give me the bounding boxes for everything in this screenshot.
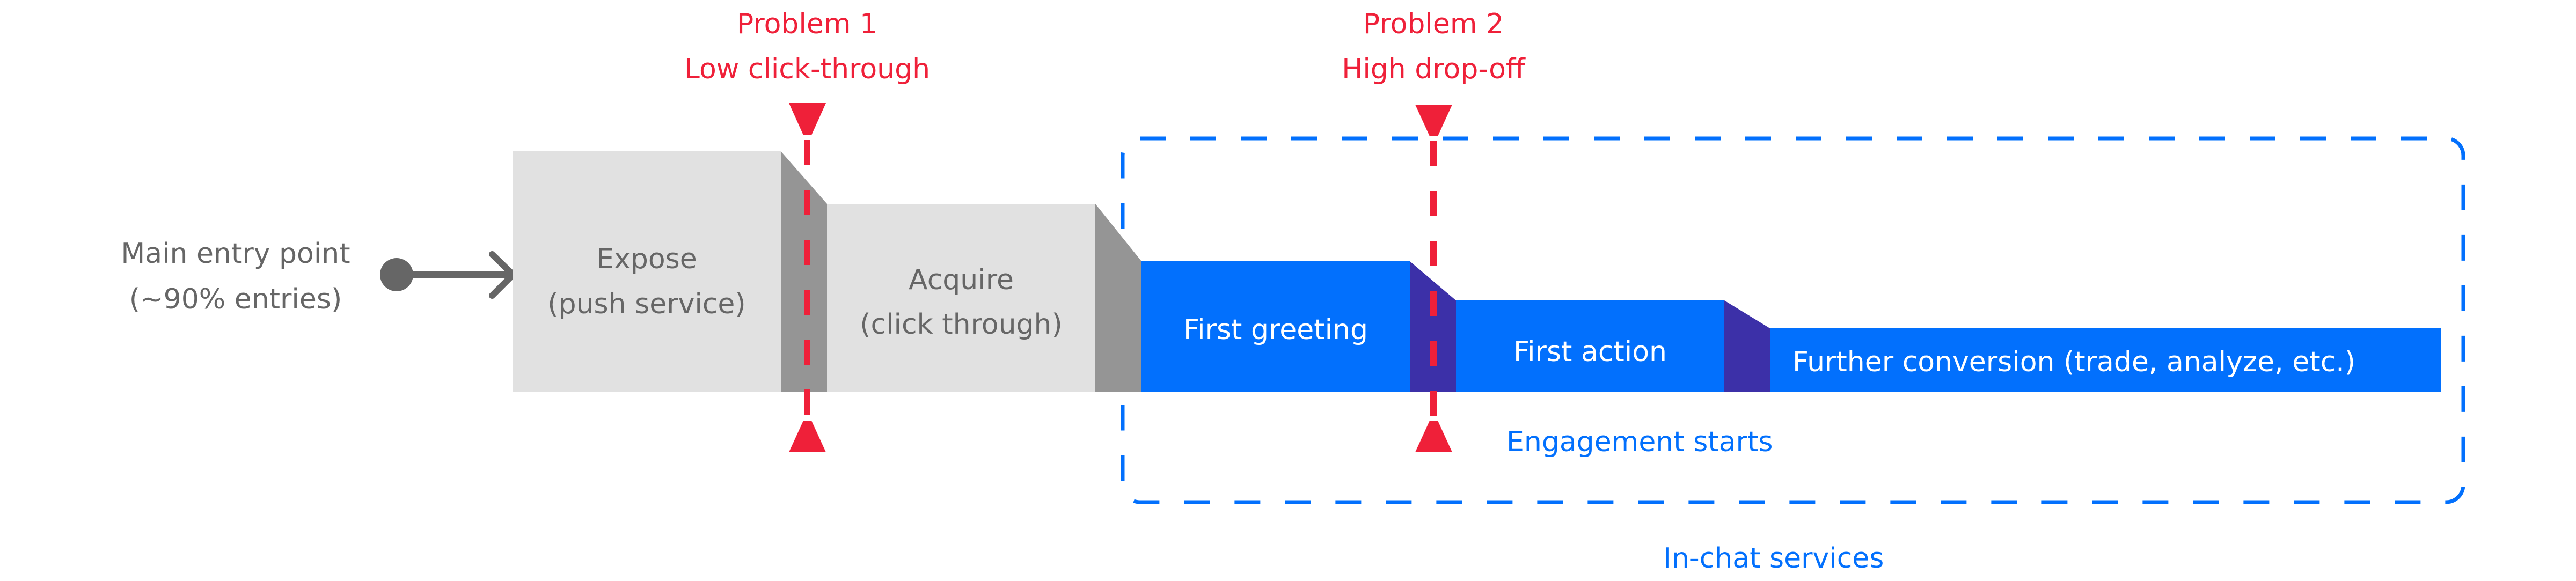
stage-first-greeting-step [1410,261,1456,392]
stage-expose-title: Expose [596,243,697,275]
problem-1-top-triangle-icon [789,103,826,135]
stage-first-greeting-box [1141,261,1410,392]
stage-further-conversion-box [1770,328,2441,392]
stage-acquire-box [827,204,1095,392]
stage-first-greeting-title: First greeting [1183,314,1368,346]
entry-point: Main entry point (~90% entries) [121,238,516,315]
arrow-right-icon [397,251,516,299]
stage-acquire-title: Acquire [909,264,1014,296]
stage-first-greeting[interactable]: First greeting [1141,261,1456,392]
problem-1-title: Problem 1 [737,8,877,40]
problem-2-title: Problem 2 [1363,8,1504,40]
problem-2-bottom-triangle-icon [1415,421,1452,452]
problem-2-top-triangle-icon [1415,105,1452,136]
entry-label-line2: (~90% entries) [129,283,342,315]
stage-acquire-subtitle: (click through) [860,308,1063,341]
stage-expose-box [513,151,781,392]
problem-2-subtitle: High drop-off [1342,53,1526,85]
stage-first-action[interactable]: First action [1456,300,1770,392]
stage-first-action-title: First action [1513,336,1667,368]
stage-acquire[interactable]: Acquire (click through) [827,204,1141,392]
stage-expose-subtitle: (push service) [547,288,745,320]
stage-expose[interactable]: Expose (push service) [513,151,827,392]
stage-first-action-step [1724,300,1770,392]
problem-1-subtitle: Low click-through [684,53,930,85]
entry-label-line1: Main entry point [121,238,350,270]
problem-1-marker: Problem 1 Low click-through [684,8,930,452]
stage-acquire-step [1095,204,1141,392]
engagement-starts-label: Engagement starts [1506,426,1773,458]
stage-expose-step [781,151,827,392]
stage-first-action-box [1456,300,1724,392]
stage-further-conversion[interactable]: Further conversion (trade, analyze, etc.… [1770,328,2441,392]
problem-1-bottom-triangle-icon [789,421,826,452]
problem-2-marker: Problem 2 High drop-off [1342,8,1526,452]
in-chat-services-label: In-chat services [1664,542,1884,575]
stage-further-conversion-title: Further conversion (trade, analyze, etc.… [1792,346,2355,378]
